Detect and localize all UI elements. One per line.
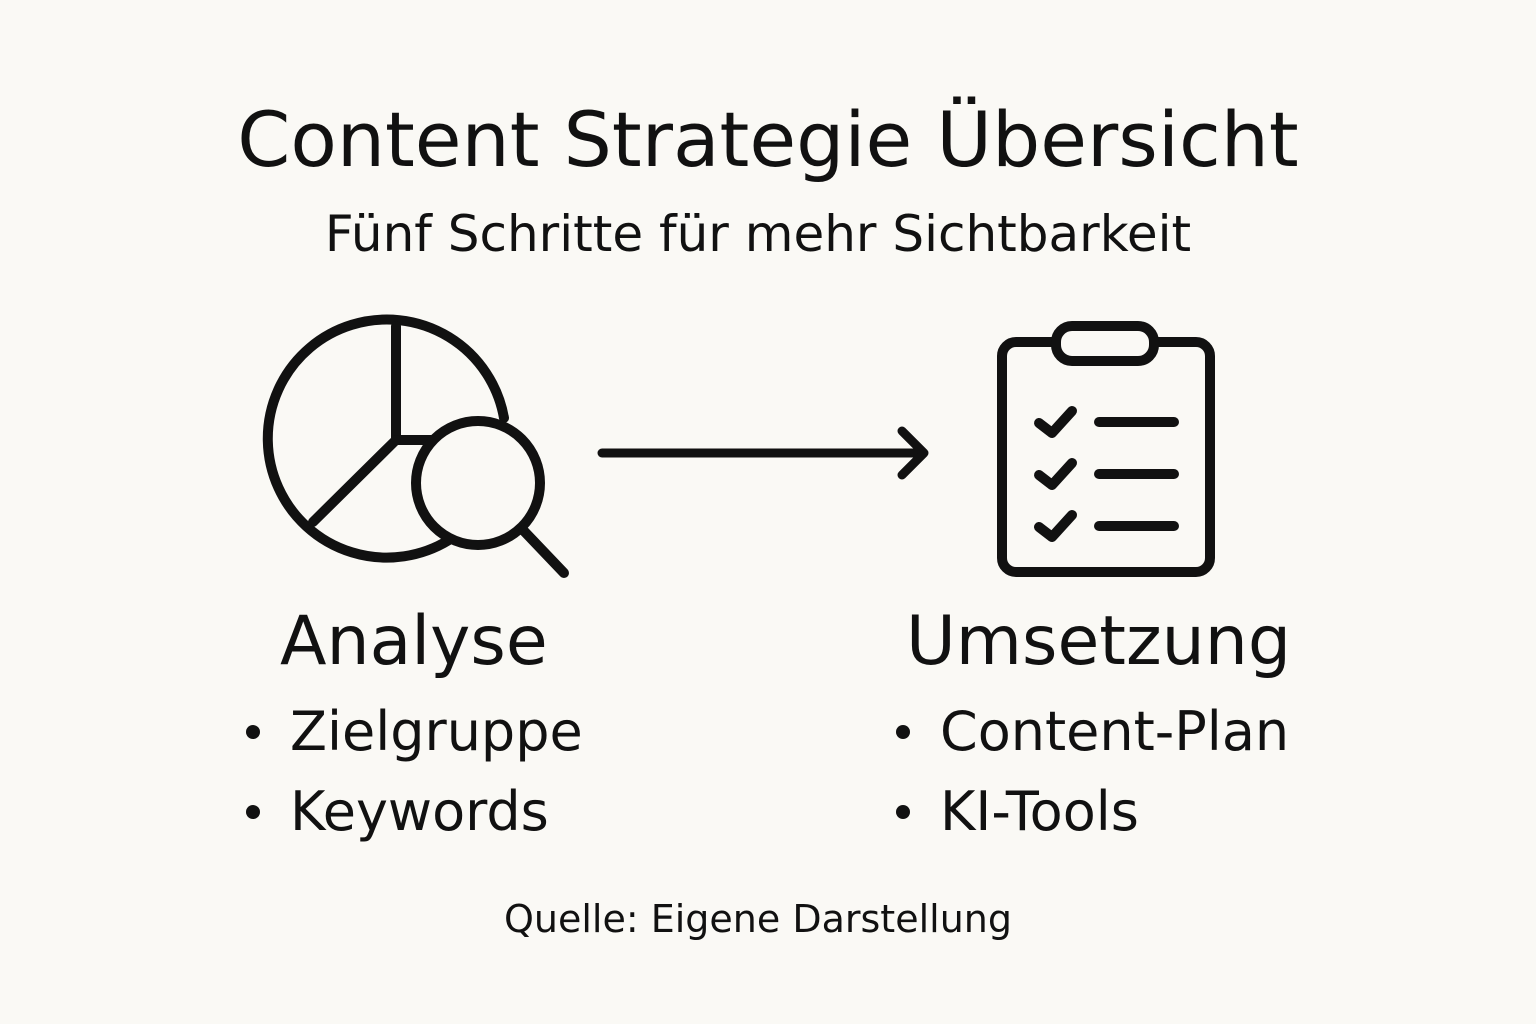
source-note: Quelle: Eigene Darstellung [503, 897, 1012, 941]
list-item: Keywords [246, 772, 583, 852]
arrow-right-icon [597, 426, 929, 480]
list-item: KI-Tools [896, 772, 1289, 852]
diagram-title: Content Strategie Übersicht [237, 95, 1299, 184]
pie-chart-magnifier-icon [262, 314, 569, 578]
bullet-dot [896, 725, 910, 739]
bullet-dot [246, 805, 260, 819]
list-item-label: Zielgruppe [290, 700, 583, 763]
step-analyse-title: Analyse [280, 602, 548, 681]
diagram-subtitle: Fünf Schritte für mehr Sichtbarkeit [324, 205, 1192, 263]
list-item-label: KI-Tools [940, 780, 1139, 843]
step-umsetzung-list: Content-Plan KI-Tools [896, 692, 1289, 852]
list-item-label: Content-Plan [940, 700, 1290, 763]
bullet-dot [896, 805, 910, 819]
step-analyse-list: Zielgruppe Keywords [246, 692, 583, 852]
list-item: Zielgruppe [246, 692, 583, 772]
step-umsetzung-title: Umsetzung [906, 602, 1291, 681]
list-item: Content-Plan [896, 692, 1289, 772]
bullet-dot [246, 725, 260, 739]
clipboard-checklist-icon [997, 321, 1215, 577]
list-item-label: Keywords [290, 780, 549, 843]
